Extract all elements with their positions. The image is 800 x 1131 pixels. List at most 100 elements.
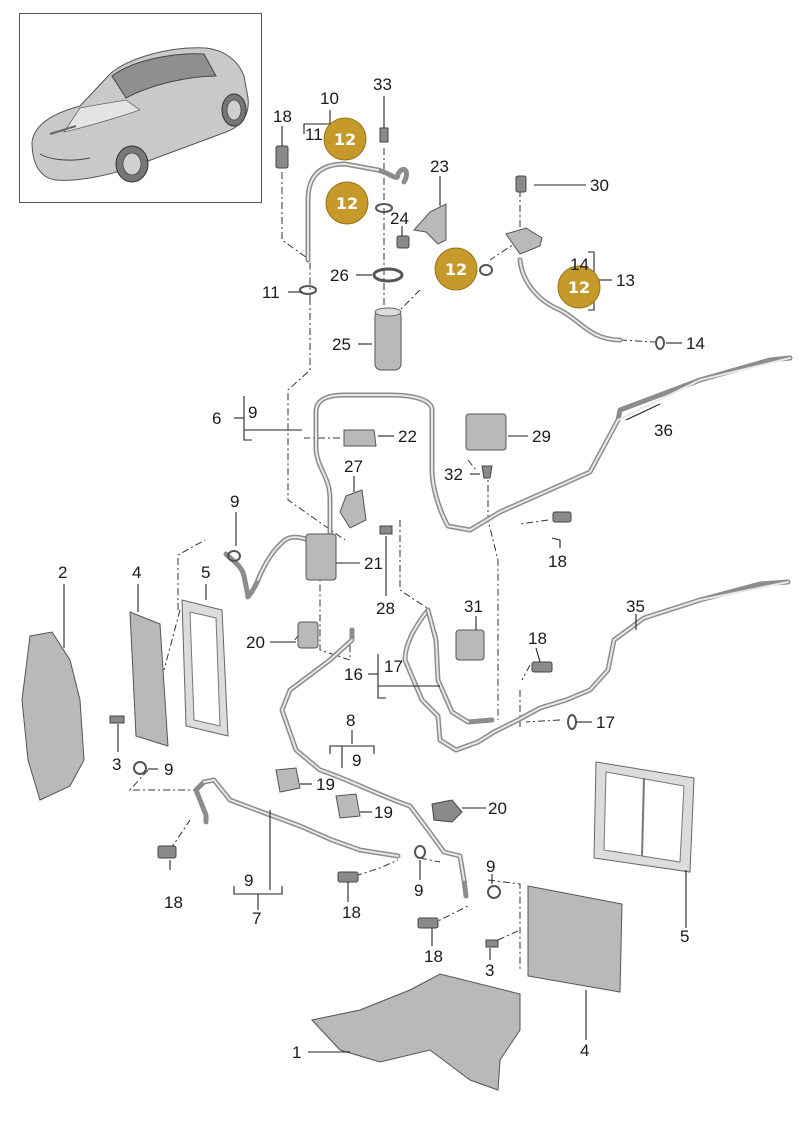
o-ring — [414, 845, 426, 859]
label-18: 18 — [528, 629, 547, 648]
label-20: 20 — [488, 799, 507, 818]
label-17: 17 — [384, 657, 403, 676]
label-9: 9 — [486, 857, 495, 876]
label-8: 8 — [346, 711, 355, 730]
label-9: 9 — [414, 881, 423, 900]
bolt — [337, 871, 359, 883]
clamp — [275, 767, 301, 793]
label-35: 35 — [626, 597, 645, 616]
expansion-valve — [305, 533, 337, 581]
o-ring — [655, 336, 665, 350]
o-ring — [227, 550, 241, 562]
label-20: 20 — [246, 633, 265, 652]
condenser — [129, 611, 169, 747]
o-ring — [567, 714, 577, 730]
label-3: 3 — [485, 961, 494, 980]
label-4: 4 — [580, 1041, 589, 1060]
label-30: 30 — [590, 176, 609, 195]
bolt — [275, 145, 289, 169]
o-ring — [375, 203, 393, 213]
screw — [481, 465, 493, 479]
label-25: 25 — [332, 335, 351, 354]
bracket — [431, 799, 463, 823]
svg-text:12: 12 — [445, 260, 467, 279]
air-duct — [311, 973, 521, 1091]
label-33: 33 — [373, 75, 392, 94]
label-36: 36 — [654, 421, 673, 440]
o-ring — [479, 264, 493, 276]
label-1: 1 — [292, 1043, 301, 1062]
vehicle-thumbnail — [19, 13, 262, 203]
leader-lines — [63, 96, 687, 1053]
pressure-sensor — [515, 175, 527, 193]
label-9: 9 — [352, 751, 361, 770]
label-18: 18 — [342, 903, 361, 922]
receiver-drier — [374, 309, 402, 371]
car-icon — [31, 47, 249, 183]
label-19: 19 — [316, 775, 335, 794]
label-11: 11 — [262, 283, 280, 302]
svg-text:12: 12 — [336, 194, 358, 213]
bracket — [413, 203, 447, 245]
label-9: 9 — [164, 760, 173, 779]
svg-text:12: 12 — [568, 278, 590, 297]
bracket — [455, 629, 485, 661]
screw — [109, 715, 125, 724]
air-duct — [21, 631, 85, 801]
label-32: 32 — [444, 465, 463, 484]
label-3: 3 — [112, 755, 121, 774]
o-ring — [299, 285, 317, 295]
condenser — [527, 885, 623, 993]
label-5: 5 — [201, 563, 210, 582]
o-ring — [487, 885, 501, 899]
assembly-guide-lines — [128, 148, 656, 970]
bolt — [396, 235, 410, 249]
badge-12-b: 12 — [325, 181, 369, 225]
o-ring — [133, 761, 147, 775]
refrigerant-lines — [193, 161, 793, 899]
bolt — [552, 511, 572, 523]
label-21: 21 — [364, 554, 383, 573]
label-28: 28 — [376, 599, 395, 618]
badge-12-d: 12 — [557, 265, 601, 309]
label-13: 13 — [616, 271, 635, 290]
pipe-fitting — [505, 227, 543, 255]
bolt — [379, 525, 393, 535]
bracket — [297, 621, 319, 649]
parts — [21, 127, 695, 1091]
label-14: 14 — [686, 334, 705, 353]
bolt — [417, 917, 439, 929]
label-6: 6 — [212, 409, 221, 428]
label-9: 9 — [248, 403, 257, 422]
label-31: 31 — [464, 597, 483, 616]
seal-ring — [372, 267, 404, 283]
badge-12-a: 12 — [323, 117, 367, 161]
label-5: 5 — [680, 927, 689, 946]
label-27: 27 — [344, 457, 363, 476]
label-26: 26 — [330, 266, 349, 285]
label-22: 22 — [398, 427, 417, 446]
bolt — [379, 127, 389, 143]
label-7: 7 — [252, 909, 261, 928]
label-29: 29 — [532, 427, 551, 446]
screw — [485, 939, 499, 948]
label-23: 23 — [430, 157, 449, 176]
clamp — [335, 793, 361, 819]
label-16: 16 — [344, 665, 363, 684]
bracket — [339, 489, 367, 529]
label-18: 18 — [164, 893, 183, 912]
part-number-labels: 33 10 18 11 23 30 24 14 13 26 11 25 14 9… — [58, 75, 705, 1062]
label-18: 18 — [424, 947, 443, 966]
label-2: 2 — [58, 563, 67, 582]
label-11: 11 — [305, 125, 323, 144]
svg-text:12: 12 — [334, 130, 356, 149]
label-10: 10 — [320, 89, 339, 108]
label-17: 17 — [596, 713, 615, 732]
clip — [343, 429, 377, 447]
label-9: 9 — [244, 871, 253, 890]
label-24: 24 — [390, 209, 409, 228]
label-14: 14 — [570, 255, 589, 274]
label-9: 9 — [230, 492, 239, 511]
label-18: 18 — [273, 107, 292, 126]
